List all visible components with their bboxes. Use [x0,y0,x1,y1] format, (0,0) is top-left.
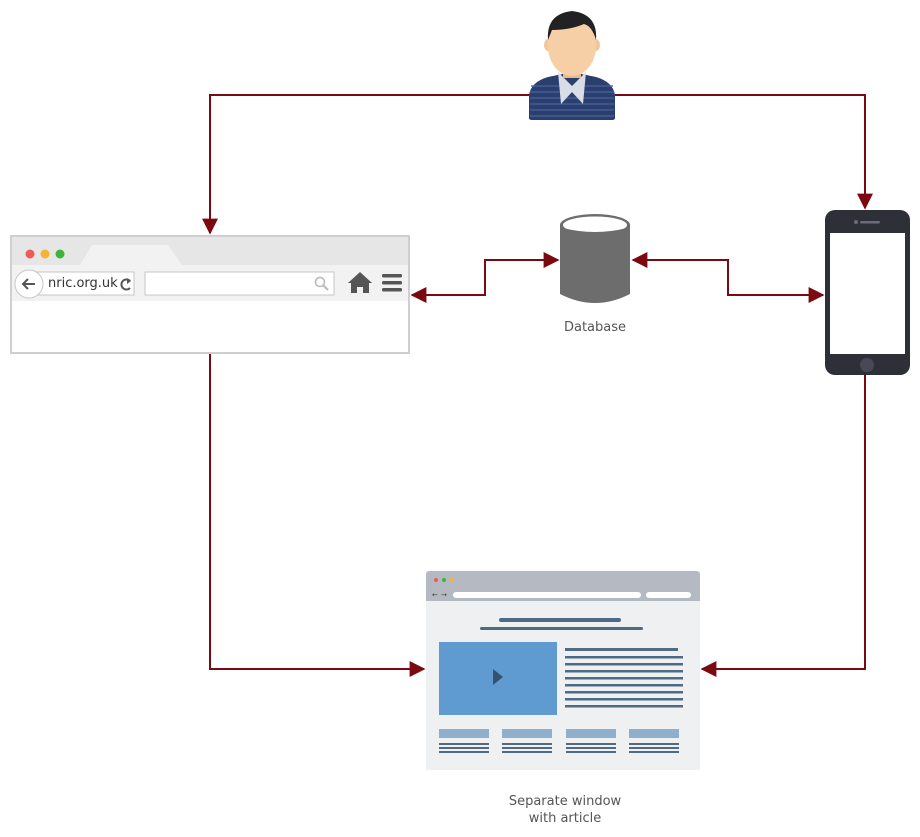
connector-user-to-browser [202,94,530,235]
search-icon [314,276,329,291]
minimize-window-dot [40,249,50,259]
connectors [202,94,873,677]
connector-browser-database [410,252,560,303]
play-icon [493,669,503,685]
connector-user-to-phone [615,94,873,210]
svg-text:→: → [441,591,447,599]
smartphone-icon [825,210,910,375]
connector-phone-database [631,252,825,303]
svg-text:←: ← [432,591,438,599]
connector-browser-to-article [209,353,426,677]
user-icon [529,11,615,120]
article-window-label-line1: Separate window [508,794,622,809]
browser-url-text[interactable]: nric.org.uk [48,276,118,291]
database-label: Database [563,320,627,335]
article-window: ← → [426,571,700,770]
home-icon[interactable] [348,272,372,293]
connector-phone-to-article [700,375,866,677]
close-window-dot [25,249,35,259]
home-button [860,358,874,372]
database-icon [560,214,630,303]
refresh-icon[interactable] [120,278,131,291]
search-bar [144,271,335,296]
maximize-window-dot [55,249,65,259]
browser-window [10,235,410,354]
article-window-label-line2: with article [528,811,602,826]
article-window-label: Separate window with article [475,793,655,827]
back-arrow-icon[interactable] [14,269,44,299]
menu-icon[interactable] [382,274,402,292]
